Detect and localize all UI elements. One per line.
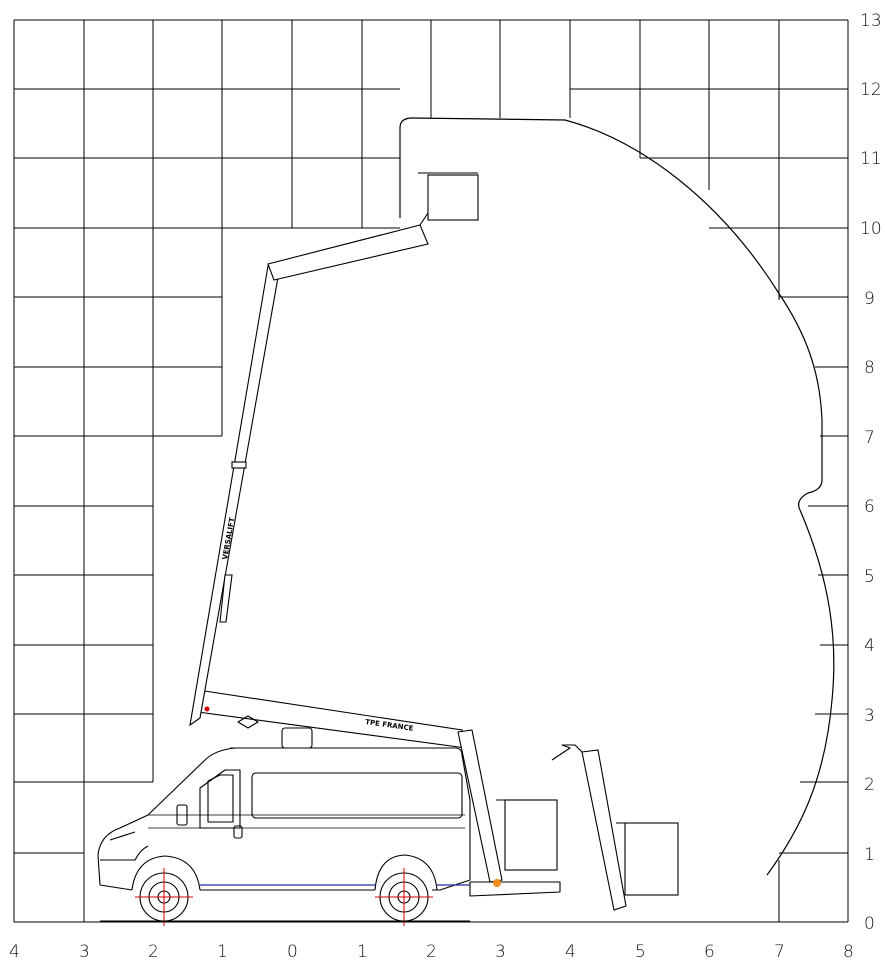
axis-tick-label: 12	[860, 80, 882, 100]
axis-tick-label: 9	[864, 289, 875, 309]
axis-tick-label: 3	[495, 942, 506, 962]
axis-tick-label: 10	[860, 219, 882, 239]
axis-tick-label: 3	[864, 706, 875, 726]
axis-tick-label: 7	[774, 942, 785, 962]
axis-tick-label: 2	[864, 775, 875, 795]
axis-tick-label: 0	[864, 914, 875, 934]
axis-tick-label: 4	[9, 942, 20, 962]
working-envelope	[399, 117, 835, 876]
van	[97, 747, 561, 926]
folded-boom	[551, 744, 679, 911]
axis-tick-label: 6	[704, 942, 715, 962]
axis-tick-label: 7	[864, 428, 875, 448]
axis-tick-label: 1	[217, 942, 228, 962]
axis-tick-label: 2	[148, 942, 159, 962]
axis-tick-label: 5	[635, 942, 646, 962]
axis-tick-label: 0	[287, 942, 298, 962]
axis-tick-label: 1	[357, 942, 368, 962]
axis-tick-label: 5	[864, 567, 875, 587]
x-axis-labels: 4 3 2 1 0 1 2 3 4 5 6 7 8	[9, 942, 854, 962]
y-axis-labels: 0 1 2 3 4 5 6 7 8 9 10 11 12 13	[860, 11, 882, 934]
lower-boom: TPE FRANCE	[197, 689, 503, 887]
axis-tick-label: 1	[864, 845, 875, 865]
reach-grid	[13, 19, 849, 923]
axis-tick-label: 3	[79, 942, 90, 962]
axis-tick-label: 4	[864, 636, 875, 656]
axis-tick-label: 8	[843, 942, 854, 962]
stowed-basket	[496, 799, 558, 871]
axis-tick-label: 13	[860, 11, 882, 31]
axis-tick-label: 11	[860, 149, 882, 169]
upper-boom: VERSALIFT	[189, 172, 479, 727]
axis-tick-label: 8	[864, 358, 875, 378]
axis-tick-label: 6	[864, 497, 875, 517]
axis-tick-label: 4	[565, 942, 576, 962]
axis-tick-label: 2	[426, 942, 437, 962]
